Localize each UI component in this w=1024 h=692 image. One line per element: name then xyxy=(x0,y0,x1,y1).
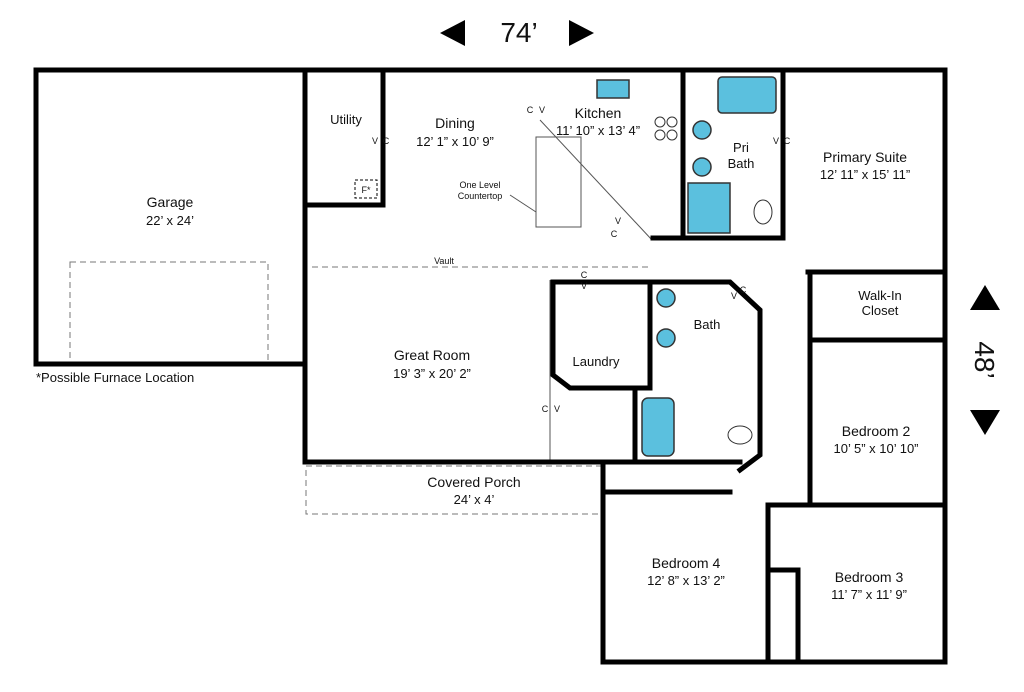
pri-bath-line2: Bath xyxy=(728,156,755,171)
bedroom3-name: Bedroom 3 xyxy=(835,569,904,585)
dining-name: Dining xyxy=(435,115,475,131)
great-room-size: 19’ 3” x 20’ 2” xyxy=(393,366,471,381)
bedroom4-name: Bedroom 4 xyxy=(652,555,721,571)
svg-text:C: C xyxy=(740,285,747,295)
svg-text:V: V xyxy=(581,281,587,291)
great-room-name: Great Room xyxy=(394,347,470,363)
furnace-note: *Possible Furnace Location xyxy=(36,370,194,385)
svg-text:V: V xyxy=(773,136,779,146)
bathtub-icon xyxy=(641,397,675,457)
utility-name: Utility xyxy=(330,112,362,127)
walls xyxy=(33,67,948,665)
dining-size: 12’ 1” x 10’ 9” xyxy=(416,134,494,149)
down-arrow-icon xyxy=(970,410,1000,435)
countertop-leader xyxy=(509,194,537,213)
bedroom2-name: Bedroom 2 xyxy=(842,423,911,439)
walk-in-line1: Walk-In xyxy=(858,288,902,303)
laundry-name: Laundry xyxy=(573,354,620,369)
porch-size: 24’ x 4’ xyxy=(454,492,495,507)
svg-text:V: V xyxy=(731,291,737,301)
svg-text:C: C xyxy=(581,270,588,280)
stove-icon xyxy=(654,116,678,141)
garage-door-outline xyxy=(69,261,269,363)
vc-markers: C V V C V C V C C V V C C V xyxy=(372,105,791,414)
up-arrow-icon xyxy=(970,285,1000,310)
primary-suite-size: 12’ 11” x 15’ 11” xyxy=(820,167,910,182)
toilet-icon xyxy=(753,199,773,225)
vault-label: Vault xyxy=(434,256,454,266)
bath-name: Bath xyxy=(694,317,721,332)
svg-text:V: V xyxy=(539,105,545,115)
door-swing-line-a xyxy=(539,119,653,241)
svg-text:V: V xyxy=(554,404,560,414)
bedroom2-size: 10’ 5” x 10’ 10” xyxy=(833,441,918,456)
toilet-icon xyxy=(727,425,753,445)
bathtub-icon xyxy=(717,76,777,114)
countertop-label-1: One Level xyxy=(459,180,500,190)
shower-icon xyxy=(687,182,731,234)
garage-name: Garage xyxy=(147,194,194,210)
primary-suite-name: Primary Suite xyxy=(823,149,907,165)
bedroom4-size: 12’ 8” x 13’ 2” xyxy=(647,573,725,588)
countertop-label-2: Countertop xyxy=(458,191,503,201)
kitchen-island xyxy=(535,136,582,228)
sink-icon xyxy=(656,328,676,348)
svg-text:V: V xyxy=(615,216,621,226)
sink-icon xyxy=(692,120,712,140)
porch-name: Covered Porch xyxy=(427,474,520,490)
svg-text:V: V xyxy=(372,136,378,146)
sink-icon xyxy=(692,157,712,177)
pri-bath-line1: Pri xyxy=(733,140,749,155)
svg-text:C: C xyxy=(527,105,534,115)
svg-text:C: C xyxy=(542,404,549,414)
width-label: 74’ xyxy=(500,17,537,48)
kitchen-sink-icon xyxy=(596,79,630,99)
furnace-marker-box xyxy=(354,179,378,199)
walk-in-line2: Closet xyxy=(862,303,899,318)
svg-text:C: C xyxy=(784,136,791,146)
svg-text:C: C xyxy=(383,136,390,146)
left-arrow-icon xyxy=(440,20,465,46)
kitchen-size: 11’ 10” x 13’ 4” xyxy=(556,123,640,138)
svg-text:C: C xyxy=(611,229,618,239)
kitchen-name: Kitchen xyxy=(575,105,622,121)
furnace-marker: F* xyxy=(362,185,371,195)
garage-size: 22’ x 24’ xyxy=(146,213,194,228)
sink-icon xyxy=(656,288,676,308)
right-arrow-icon xyxy=(569,20,594,46)
bedroom3-size: 11’ 7” x 11’ 9” xyxy=(831,587,907,602)
depth-label: 48’ xyxy=(969,341,1000,378)
